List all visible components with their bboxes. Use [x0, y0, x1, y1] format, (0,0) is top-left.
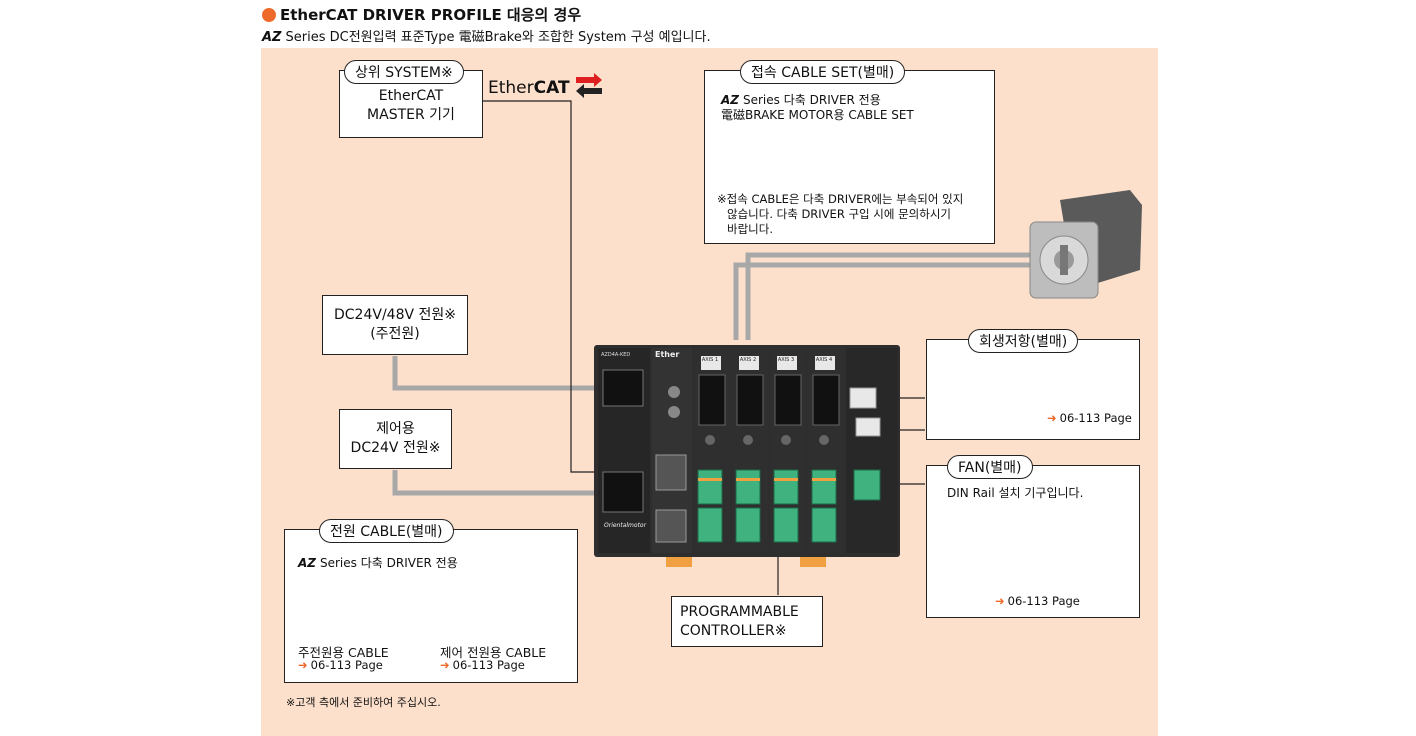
control-power-line1: 제어용 — [376, 421, 415, 437]
regen-tag: 회생저항(별매) — [968, 329, 1079, 353]
plc-box: PROGRAMMABLE CONTROLLER※ — [671, 596, 823, 647]
power-cable-series: Series 다축 DRIVER 전용 — [320, 556, 458, 570]
upper-system-tag: 상위 SYSTEM※ — [344, 60, 464, 84]
upper-system-line1: EtherCAT — [378, 88, 444, 104]
device-brand: Orientalmotor — [604, 522, 647, 529]
multi-axis-driver-illustration — [594, 345, 900, 567]
regen-box: ➜06-113 Page — [926, 339, 1140, 440]
fan-tag: FAN(별매) — [947, 455, 1033, 479]
control-power-cable-label: 제어 전원용 CABLE — [440, 645, 547, 660]
main-power-line1: DC24V/48V 전원※ — [334, 307, 456, 323]
arrow-right-icon: ➜ — [440, 658, 450, 672]
device-model: AZD4A-KED — [601, 352, 631, 358]
footnote: ※고객 측에서 준비하여 주십시오. — [286, 696, 441, 709]
cable-set-note2: 않습니다. 다축 DRIVER 구입 시에 문의하시기 — [727, 207, 951, 221]
cable-set-note1: ※접속 CABLE은 다축 DRIVER에는 부속되어 있지 — [717, 192, 964, 206]
control-power-box: 제어용 DC24V 전원※ — [339, 409, 452, 469]
page-title: EtherCAT DRIVER PROFILE 대응의 경우 — [262, 4, 581, 25]
motor-illustration — [1029, 190, 1142, 299]
device-axis-4: AXIS 4 — [815, 357, 833, 363]
device-axis-3: AXIS 3 — [777, 357, 795, 363]
main-power-box: DC24V/48V 전원※ (주전원) — [322, 295, 468, 355]
regen-page-ref: ➜06-113 Page — [1047, 411, 1132, 425]
bullet-icon — [262, 8, 276, 22]
ethercat-logo: EtherCAT — [488, 78, 570, 98]
ethercat-arrows-icon — [576, 73, 602, 98]
control-power-line — [392, 470, 600, 496]
device-axis-2: AXIS 2 — [739, 357, 757, 363]
motor-cable-line-1 — [733, 262, 1030, 340]
control-power-line2: DC24V 전원※ — [350, 440, 441, 456]
fan-page-ref: ➜06-113 Page — [995, 594, 1080, 608]
arrow-right-icon: ➜ — [298, 658, 308, 672]
device-ethercat-label: Ether — [655, 350, 680, 359]
cable-set-line2: 電磁BRAKE MOTOR용 CABLE SET — [721, 108, 914, 122]
power-cable-tag: 전원 CABLE(별매) — [319, 519, 454, 543]
cable-set-line1: Series 다축 DRIVER 전용 — [743, 93, 881, 107]
device-axis-1: AXIS 1 — [701, 357, 719, 363]
cable-set-tag: 접속 CABLE SET(별매) — [740, 60, 906, 84]
motor-cable-line-2 — [745, 252, 1030, 340]
fan-box: DIN Rail 설치 기구입니다. ➜06-113 Page — [926, 465, 1140, 618]
upper-system-line2: MASTER 기기 — [367, 107, 455, 123]
plc-line2: CONTROLLER※ — [680, 623, 787, 639]
plc-line1: PROGRAMMABLE — [680, 604, 799, 620]
main-power-line2: (주전원) — [370, 326, 420, 342]
control-power-cable-page: ➜06-113 Page — [440, 658, 525, 672]
arrow-right-icon: ➜ — [1047, 411, 1057, 425]
main-power-line — [392, 356, 600, 391]
main-power-cable-page: ➜06-113 Page — [298, 658, 383, 672]
main-power-cable-label: 주전원용 CABLE — [298, 645, 389, 660]
arrow-right-icon: ➜ — [995, 594, 1005, 608]
fan-desc: DIN Rail 설치 기구입니다. — [947, 486, 1084, 500]
cable-set-note3: 바랍니다. — [727, 222, 773, 236]
